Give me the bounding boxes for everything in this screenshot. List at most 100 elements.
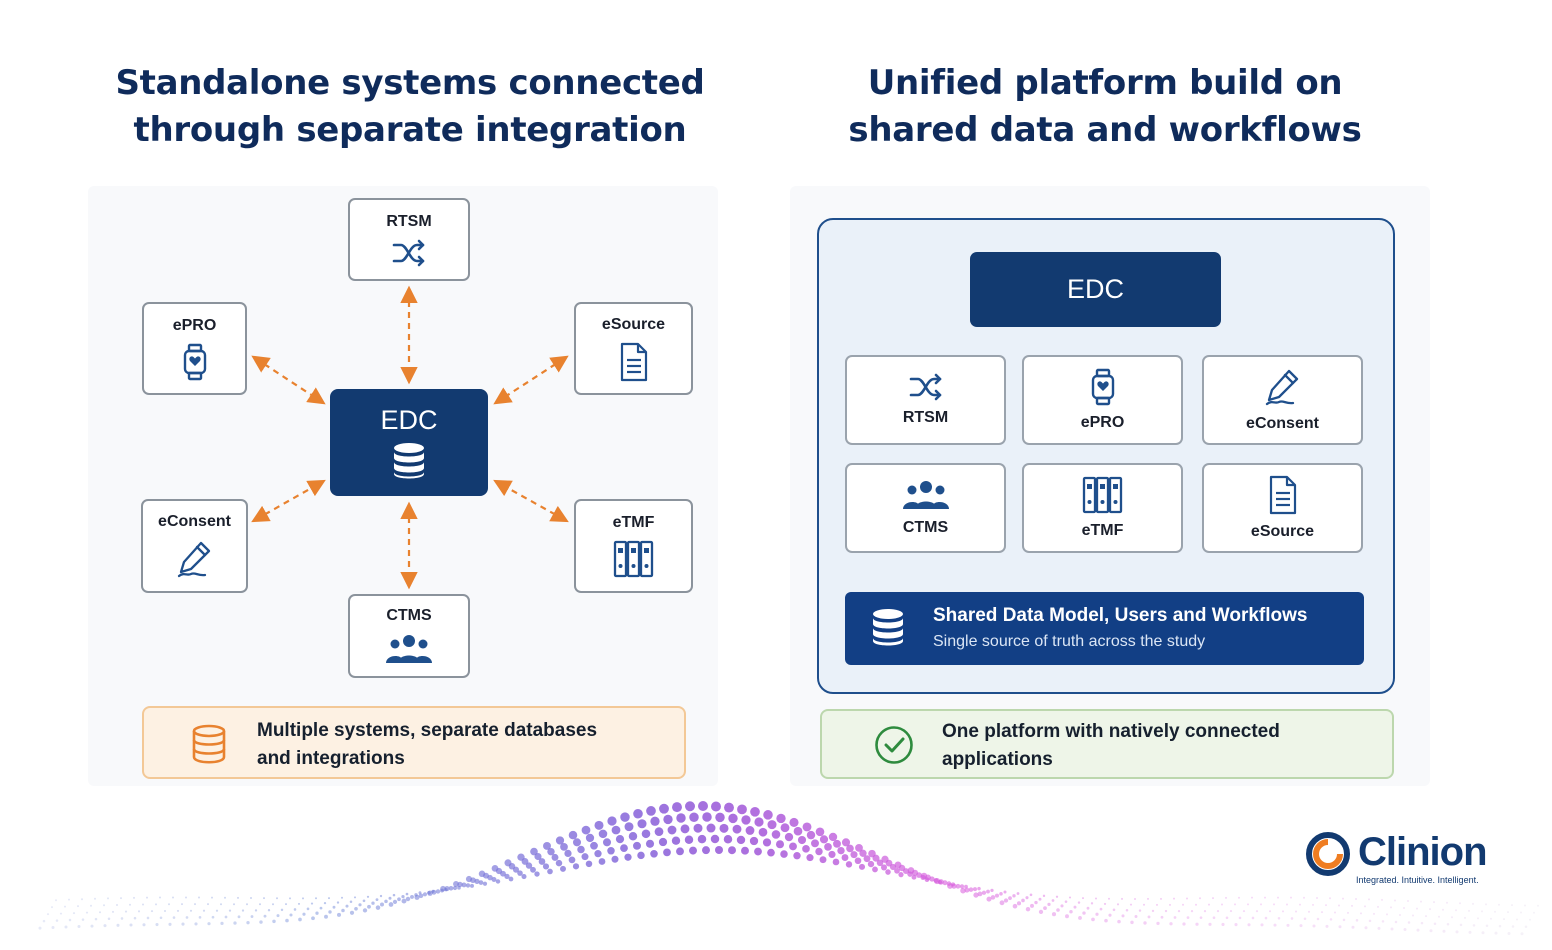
wave-dot (538, 858, 546, 865)
wave-dot (1377, 926, 1381, 930)
wave-dot (981, 890, 987, 895)
wave-dot (263, 897, 265, 900)
wave-dot (654, 827, 664, 837)
wave-dot (1472, 902, 1474, 905)
wave-dot (1511, 925, 1515, 928)
wave-dot (478, 880, 484, 885)
wave-dot (898, 872, 904, 878)
wave-dot (819, 856, 827, 864)
wave-dot (1351, 904, 1353, 907)
wave-dot (1173, 897, 1175, 900)
wave-dot (1247, 923, 1251, 927)
wave-dot (758, 827, 768, 837)
wave-dot (590, 841, 598, 850)
wave-dot (302, 897, 304, 900)
wave-dot (530, 847, 538, 856)
wave-dot (168, 922, 172, 926)
node-epro-label: ePRO (172, 316, 217, 334)
wave-dot (1273, 923, 1277, 927)
node-rtsm-label: RTSM (386, 212, 432, 230)
wave-dot (633, 841, 641, 850)
wave-dot (1021, 898, 1025, 903)
wave-dot (1381, 898, 1383, 901)
wave-dot (1147, 915, 1151, 919)
wave-dot (1385, 913, 1389, 916)
wave-dot (1498, 903, 1500, 906)
document-icon (1269, 475, 1296, 515)
wave-dot (146, 896, 148, 899)
wave-dot (633, 808, 643, 819)
wave-dot (1346, 911, 1350, 914)
wave-dot (771, 830, 781, 839)
wave-dot (1329, 918, 1333, 921)
wave-dot (1160, 897, 1162, 900)
wave-dot (1442, 929, 1446, 933)
wave-dot (315, 911, 319, 915)
wave-dot (94, 897, 96, 900)
wave-dot (362, 908, 368, 913)
wave-dot (534, 871, 540, 877)
wave-dot (1416, 928, 1420, 932)
wave-dot (776, 813, 786, 824)
wave-dot (955, 883, 961, 889)
wave-dot (302, 912, 306, 916)
wave-dot (297, 902, 301, 905)
wave-dot (1221, 922, 1225, 927)
wave-dot (1103, 902, 1107, 906)
wave-dot (1247, 903, 1249, 906)
wave-dot (645, 839, 655, 848)
wave-dot (306, 907, 310, 911)
wave-dot (1016, 892, 1020, 895)
wave-dot (336, 901, 340, 904)
wave-dot (1264, 916, 1268, 920)
wave-dot (1472, 924, 1476, 927)
wave-dot (1095, 897, 1097, 900)
wave-dot (789, 817, 799, 828)
wave-dot (133, 916, 137, 920)
wave-dot (124, 910, 128, 913)
wave-dot (667, 825, 677, 835)
wave-dot (659, 803, 669, 814)
wave-dot (1156, 903, 1158, 906)
wave-dot (732, 824, 742, 834)
wave-dot (259, 903, 261, 906)
wave-dot (38, 926, 42, 930)
wave-dot (1381, 920, 1385, 923)
wave-dot (671, 836, 681, 845)
wave-dot (1511, 904, 1513, 907)
wave-dot (64, 905, 66, 908)
wave-dot (754, 817, 764, 827)
wave-dot (1195, 922, 1199, 926)
wave-dot (737, 804, 747, 815)
wave-dot (585, 833, 595, 843)
wave-dot (775, 840, 785, 849)
wave-dot (684, 835, 694, 844)
clinion-wordmark: Clinion (1358, 830, 1488, 874)
wave-dot (72, 912, 76, 915)
wave-dot (159, 896, 161, 899)
wave-dot (811, 839, 819, 848)
wave-dot (916, 872, 922, 878)
wave-dot (672, 802, 682, 813)
wave-dot (1515, 918, 1519, 921)
tile-epro: ePRO (1022, 355, 1183, 445)
wave-dot (1208, 903, 1210, 906)
wave-dot (77, 905, 79, 908)
tile-esource-label: eSource (1250, 523, 1315, 540)
wave-dot (237, 915, 241, 919)
node-etmf: eTMF (574, 499, 693, 593)
wave-dot (710, 834, 720, 844)
wave-dot (371, 901, 375, 905)
left-title-line1: Standalone systems connected (115, 63, 705, 103)
wave-dot (986, 889, 990, 894)
wave-dot (680, 824, 690, 834)
wave-dot (1390, 906, 1392, 909)
wave-dot (1433, 901, 1435, 904)
wave-dot (457, 881, 463, 888)
node-ctms: CTMS (348, 594, 470, 678)
wave-dot (1030, 903, 1034, 908)
wave-dot (1151, 909, 1155, 913)
wave-dot (724, 802, 734, 813)
wave-dot (379, 894, 383, 898)
wave-dot (581, 853, 589, 861)
